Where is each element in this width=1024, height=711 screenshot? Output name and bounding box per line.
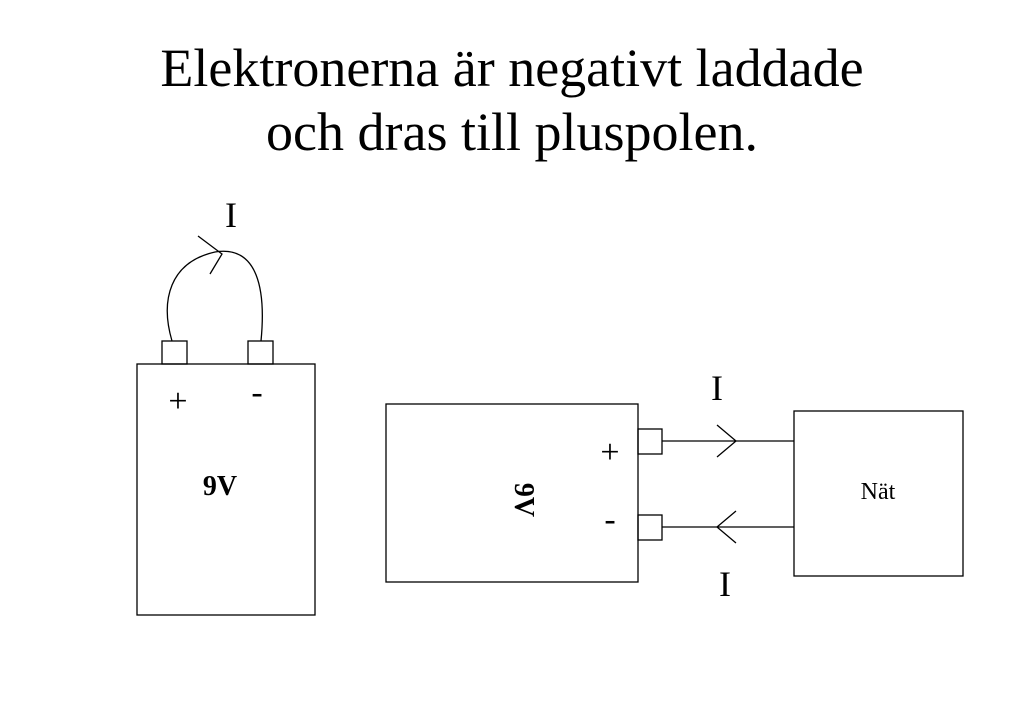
battery-right-body [385,403,639,583]
current-arrow-bottom [715,510,737,544]
battery-left-minus-terminal [247,340,274,365]
title-line-1: Elektronerna är negativt laddade [160,38,864,98]
short-circuit-wire [166,250,263,342]
network-box [793,410,964,577]
battery-right-plus-terminal [637,428,663,455]
battery-left-plus-terminal [161,340,188,365]
battery-right-plus-label: + [600,434,619,471]
slide-title: Elektronerna är negativt laddade och dra… [0,36,1024,164]
battery-left-body [136,363,316,616]
battery-right-minus-terminal [637,514,663,541]
battery-left-minus-label: - [251,374,262,411]
battery-left [136,235,316,616]
battery-right-voltage-label: 9V [508,483,539,517]
current-label-left: I [225,195,237,235]
network-wires [662,410,964,577]
title-line-2: och dras till pluspolen. [266,102,758,162]
current-arrow-top [716,424,738,458]
battery-right-minus-label: - [604,501,615,538]
network-label: Nät [861,479,896,505]
battery-left-voltage-label: 9V [203,471,237,502]
current-label-top: I [711,368,723,408]
current-label-bottom: I [719,564,731,604]
battery-left-plus-label: + [168,383,187,420]
current-arrow-left [197,235,223,275]
